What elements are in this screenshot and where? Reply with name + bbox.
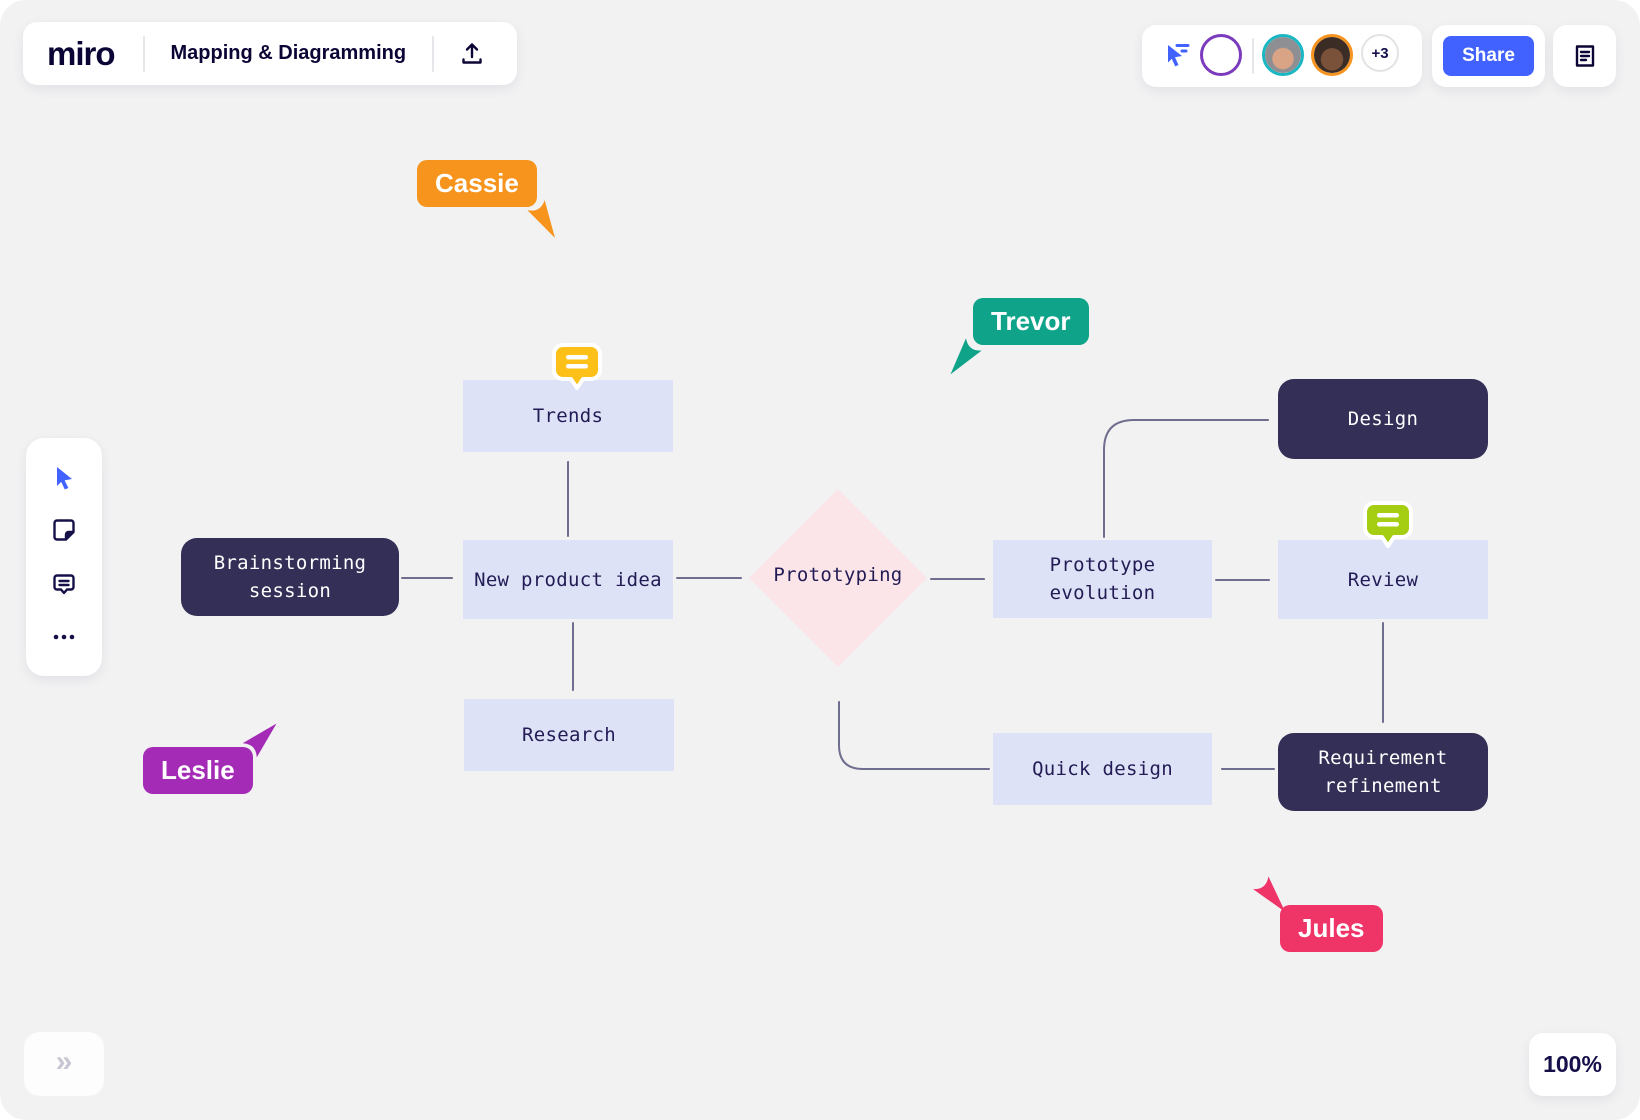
- cursor-name-tag: Cassie: [417, 160, 537, 207]
- divider: [1252, 38, 1254, 74]
- app-header: miro Mapping & Diagramming: [23, 22, 517, 85]
- divider: [142, 35, 145, 72]
- zoom-indicator[interactable]: 100%: [1529, 1033, 1616, 1096]
- zoom-level-value: 100%: [1543, 1051, 1602, 1077]
- comment-icon: [53, 573, 75, 594]
- avatar[interactable]: [1311, 34, 1353, 76]
- divider: [432, 35, 435, 72]
- sticky-note-tool-button[interactable]: [49, 515, 79, 545]
- document-icon: [1575, 45, 1594, 67]
- edge-quickdesign-prototyping: [838, 701, 990, 770]
- cursor-name-tag: Leslie: [143, 747, 253, 794]
- comment-tool-button[interactable]: [49, 569, 79, 599]
- expand-panel-button[interactable]: »: [24, 1032, 104, 1096]
- avatar-overflow-badge[interactable]: +3: [1361, 34, 1399, 72]
- node-requirement-refinement[interactable]: Requirement refinement: [1278, 733, 1488, 811]
- edge-evolution-design: [1103, 419, 1269, 538]
- collaborator-cursor-icon: [1247, 871, 1295, 924]
- board-notes-button[interactable]: [1563, 34, 1607, 78]
- node-new-product-idea[interactable]: New product idea: [463, 540, 673, 619]
- node-quick-design[interactable]: Quick design: [993, 733, 1212, 805]
- share-card: Share: [1432, 25, 1545, 87]
- cursor-icon: [57, 467, 72, 490]
- select-tool-button[interactable]: [49, 462, 79, 492]
- board-title: Mapping & Diagramming: [170, 42, 407, 64]
- node-prototyping-label[interactable]: Prototyping: [773, 564, 903, 586]
- node-trends[interactable]: Trends: [463, 380, 673, 452]
- tools-panel: [26, 438, 102, 676]
- sticky-note-icon: [53, 519, 75, 542]
- upload-icon: [462, 42, 482, 64]
- notes-card: [1553, 25, 1616, 87]
- comment-badge-icon[interactable]: [549, 340, 605, 399]
- collaborator-cursor-icon: [940, 333, 988, 386]
- comment-badge-icon[interactable]: [1360, 498, 1416, 557]
- node-research[interactable]: Research: [464, 699, 674, 771]
- node-design[interactable]: Design: [1278, 379, 1488, 459]
- share-button[interactable]: Share: [1443, 36, 1534, 76]
- miro-logo[interactable]: miro: [47, 34, 116, 72]
- node-prototype-evolution[interactable]: Prototype evolution: [993, 540, 1212, 618]
- more-tools-button[interactable]: [49, 622, 79, 652]
- ellipsis-icon: [53, 634, 75, 640]
- collaborator-cursor-icon: [520, 195, 568, 248]
- node-review[interactable]: Review: [1278, 540, 1488, 619]
- node-brainstorming-session[interactable]: Brainstorming session: [181, 538, 399, 616]
- chevrons-right-icon: »: [55, 1045, 73, 1078]
- avatar[interactable]: [1200, 34, 1242, 76]
- cursor-name-tag: Jules: [1280, 905, 1383, 952]
- collaborator-cursor-icon: [237, 715, 285, 768]
- collaborators-bar: +3: [1142, 25, 1422, 87]
- export-button[interactable]: [450, 32, 494, 76]
- multiplayer-cursors-icon[interactable]: [1162, 39, 1192, 74]
- avatar[interactable]: [1262, 34, 1304, 76]
- cursor-name-tag: Trevor: [973, 298, 1089, 345]
